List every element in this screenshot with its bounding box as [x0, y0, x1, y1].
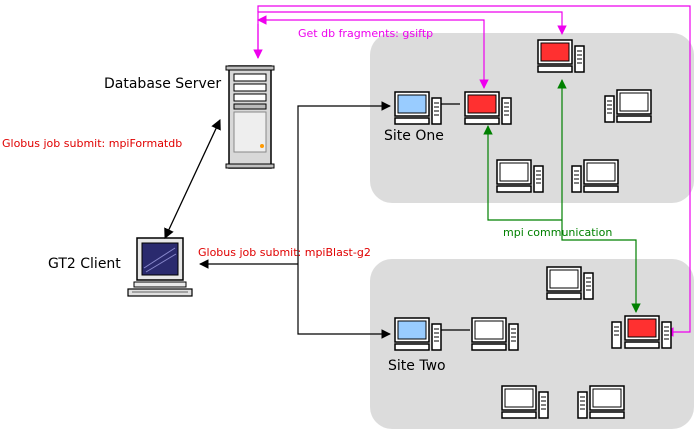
gt2-client-label: GT2 Client — [48, 256, 121, 272]
client-server-arrow — [164, 119, 221, 239]
mpi-site-one-arrow — [483, 125, 562, 221]
submit-site-one-arrow — [297, 101, 391, 230]
site-one-label: Site One — [384, 128, 444, 144]
mpi-site-two-arrow — [561, 220, 641, 313]
job-submit-format-label: Globus job submit: mpiFormatdb — [2, 137, 183, 150]
gsiftp-server-arrow — [257, 15, 489, 89]
gsiftp-right-arrow — [257, 5, 691, 337]
submit-site-two-arrow — [297, 230, 391, 339]
job-submit-blast-label: Globus job submit: mpiBlast-g2 — [198, 246, 371, 259]
database-server-icon — [225, 65, 275, 169]
database-server-label: Database Server — [104, 76, 222, 92]
site-two-worker-tower-icon — [611, 321, 622, 349]
gt2-client-icon — [127, 237, 193, 297]
get-db-fragments-label: Get db fragments: gsiftp — [298, 27, 434, 40]
mpi-communication-label: mpi communication — [503, 226, 613, 239]
site-two-label: Site Two — [388, 358, 446, 374]
